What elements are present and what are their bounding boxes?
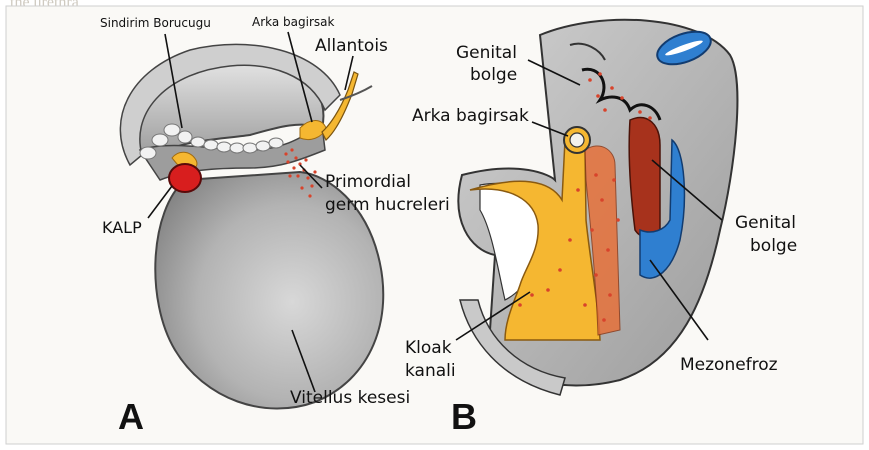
label-allantois: Allantois (315, 37, 388, 57)
label-sindirim-borucugu: Sindirim Borucugu (100, 17, 211, 31)
label-kloak-line1: Kloak (405, 339, 452, 359)
genital-ridge (629, 118, 660, 238)
label-genital-top-line2: bolge (470, 66, 517, 86)
label-genital-top-line1: Genital (456, 44, 517, 64)
label-genital-right-line1: Genital (735, 214, 796, 234)
label-kalp: KALP (102, 219, 142, 237)
label-arka-bagirsak-b: Arka bagirsak (412, 107, 529, 127)
heart (169, 164, 201, 192)
label-primordial-line1: Primordial (325, 173, 411, 193)
label-mezonefroz: Mezonefroz (680, 356, 778, 376)
label-arka-bagirsak-a: Arka bagirsak (252, 16, 334, 30)
label-vitellus-kesesi: Vitellus kesesi (290, 389, 410, 409)
label-primordial-line2: germ hucreleri (325, 196, 450, 216)
panel-b-letter: B (451, 396, 477, 438)
hindgut-ring (564, 127, 590, 153)
panel-a-letter: A (118, 396, 144, 438)
label-genital-right-line2: bolge (750, 237, 797, 257)
label-kloak-line2: kanali (405, 362, 456, 382)
